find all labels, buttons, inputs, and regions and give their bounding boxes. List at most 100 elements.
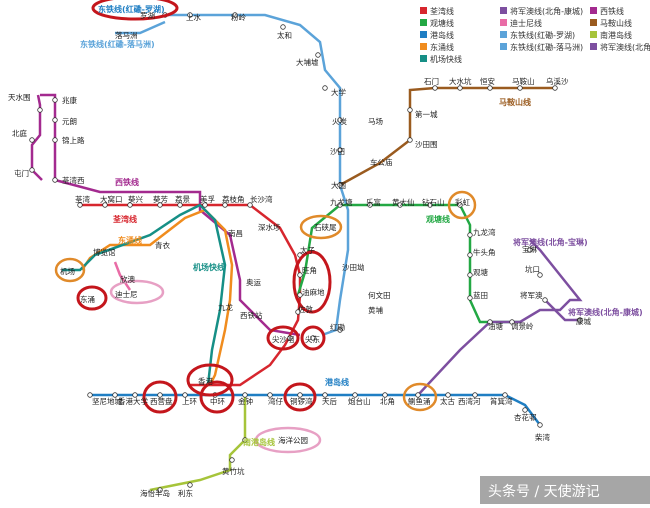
station-fanling: 粉岭 — [231, 12, 246, 22]
highlight-hong-kong — [186, 363, 234, 397]
disney-line — [113, 261, 132, 291]
station-tai-po-market: 大埔墟 — [296, 57, 319, 67]
station-fortress-hill: 炮台山 — [348, 396, 371, 406]
highlight-tsim-sha-tsui — [299, 214, 343, 240]
station-admiralty: 金钟 — [238, 396, 253, 406]
legend-label: 观塘线 — [430, 18, 454, 28]
station-tin-hau: 天后 — [322, 396, 337, 406]
legend-swatch — [420, 43, 427, 50]
station-tst: 尖沙咀 — [272, 334, 295, 344]
station-tai-wai: 大围 — [331, 180, 346, 190]
highlight-disney — [109, 279, 165, 305]
station-olympic: 奥运 — [246, 277, 261, 287]
station-mong-kok: 旺角 — [302, 265, 317, 275]
legend-label: 将军澳线(北角-康城) — [510, 6, 583, 16]
line-labels: 东铁线(红磡-罗湖) 东铁线(红磡-落马洲) 西铁线 荃湾线 东涌线 机场快线 … — [80, 4, 643, 447]
station-dot — [552, 85, 558, 91]
station-dot — [52, 177, 58, 183]
station-dot — [157, 487, 163, 493]
station-sha-tin-tau: 沙田坳 — [342, 262, 365, 272]
station-lam-tin: 蓝田 — [473, 290, 488, 300]
station-dot — [382, 392, 388, 398]
station-yuen-long: 元朗 — [62, 116, 77, 126]
station-dot — [337, 147, 343, 153]
station-fo-tan: 火炭 — [332, 117, 347, 126]
legend: 荃湾线将军澳线(北角-康城)西铁线观塘线迪士尼线马鞍山线港岛线东铁线(红磡-罗湖… — [420, 6, 650, 64]
station-sai-ying-pun: 西营盘 — [150, 396, 173, 406]
line-label-kwun-tong: 观塘线 — [426, 214, 450, 224]
legend-swatch — [590, 31, 597, 38]
legend-swatch — [590, 43, 597, 50]
legend-swatch — [500, 19, 507, 26]
station-dot — [337, 117, 343, 123]
highlight-choi-hung — [447, 190, 477, 220]
line-label-tsuen-wan: 荃湾线 — [113, 214, 137, 224]
legend-label: 西铁线 — [600, 6, 624, 16]
station-dot — [297, 392, 303, 398]
station-dot — [457, 85, 463, 91]
station-jordan: 佐敦 — [298, 304, 313, 314]
station-hku: 香港大学 — [118, 396, 148, 406]
station-dot — [467, 252, 473, 258]
south-island-line — [149, 395, 247, 492]
station-lei-tung: 利东 — [178, 488, 193, 498]
station-dot — [29, 167, 35, 173]
station-dot — [315, 52, 321, 58]
station-dot — [202, 202, 208, 208]
highlight-sheung-wan — [142, 380, 178, 414]
station-dot — [337, 327, 343, 333]
legend-swatch — [420, 7, 427, 14]
west-rail-line-main — [40, 93, 301, 337]
station-sha-tin-wai: 沙田围 — [415, 140, 438, 149]
legend-label: 机场快线 — [430, 54, 462, 64]
station-kennedy-town: 坚尼地城 — [92, 396, 122, 406]
station-sheung-wan: 上环 — [182, 397, 197, 406]
line-label-ma-on-shan: 马鞍山线 — [499, 97, 531, 107]
station-chai-wan: 柴湾 — [535, 432, 550, 442]
station-che-kung-temple: 车公庙 — [370, 157, 393, 167]
tsuen-wan-line — [80, 203, 302, 387]
station-university: 大学 — [331, 87, 346, 97]
line-label-island: 港岛线 — [325, 377, 349, 387]
station-dot — [467, 232, 473, 238]
station-kam-sheung-road: 锦上路 — [62, 135, 85, 145]
station-wong-chuk-hang: 黄竹坑 — [222, 466, 245, 476]
station-sheung-shui: 上水 — [186, 12, 201, 22]
line-label-west-rail: 西铁线 — [115, 177, 139, 187]
station-dot — [295, 309, 301, 315]
station-dot — [29, 137, 35, 143]
station-dot — [407, 137, 413, 143]
station-kwun-tong: 观塘 — [473, 267, 488, 277]
legend-swatch — [420, 31, 427, 38]
station-dot — [242, 437, 248, 443]
highlight-central — [199, 380, 235, 414]
station-dot — [509, 319, 515, 325]
station-causeway-bay: 铜锣湾 — [290, 396, 313, 406]
line-label-airport-express: 机场快线 — [193, 262, 225, 272]
line-label-tko-poly: 将军澳线(北角-宝琳) — [513, 237, 588, 247]
station-dot — [407, 107, 413, 113]
station-dot — [502, 392, 508, 398]
station-sai-wan-ho: 西湾河 — [458, 396, 481, 406]
station-dot — [182, 392, 188, 398]
station-dot — [52, 97, 58, 103]
station-dot — [87, 392, 93, 398]
station-dot — [467, 295, 473, 301]
station-wu-kai-sha: 乌溪沙 — [546, 76, 569, 86]
station-dot — [127, 202, 133, 208]
station-tin-shui-wai: 天水围 — [8, 92, 31, 102]
station-diamond-hill: 钻石山 — [422, 197, 445, 207]
station-tai-shui-hang: 大水坑 — [449, 76, 472, 86]
station-dot — [177, 202, 183, 208]
watermark-bg — [480, 476, 650, 504]
station-dot — [280, 24, 286, 30]
station-dot — [77, 202, 83, 208]
station-dot — [187, 12, 193, 18]
station-dot — [542, 297, 548, 303]
station-wong-tai-sin: 黄大仙 — [392, 197, 415, 207]
station-quarry-bay: 鰂鱼涌 — [408, 396, 431, 406]
legend-label: 马鞍山线 — [600, 18, 632, 28]
highlight-east-tst — [300, 325, 326, 351]
